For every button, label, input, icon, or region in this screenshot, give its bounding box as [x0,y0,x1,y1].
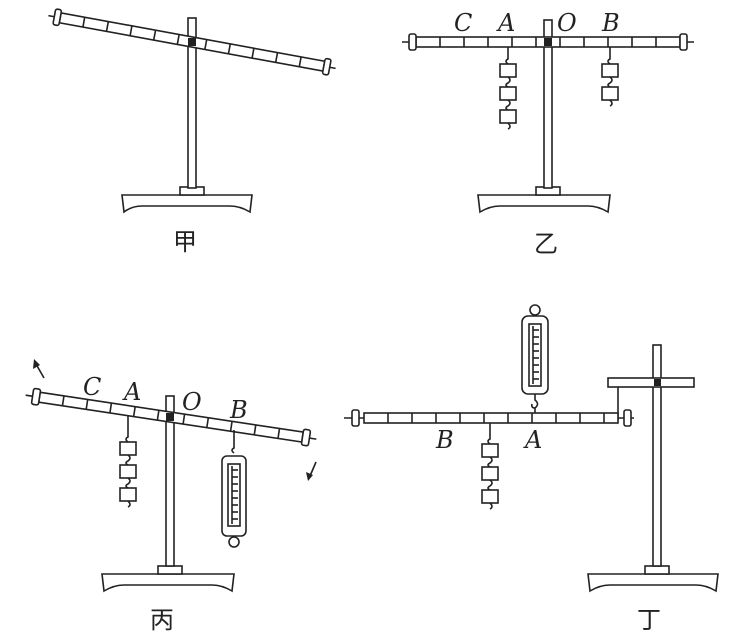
panel-ding: B A 丁 [344,304,719,634]
balance-nut-left [351,409,360,427]
balance-nut-left [408,33,417,51]
arrow-down-right [306,461,317,481]
label-a: A [122,378,141,406]
label-o: O [557,9,577,37]
label-b: B [601,9,620,37]
stand-base [101,573,235,593]
clamp-knob [654,379,661,386]
panel-jia: 甲 [48,8,336,256]
stand-base [477,194,611,214]
spring-scale [221,430,247,548]
label-a: A [523,426,542,454]
spring-scale [521,304,549,413]
stand-pole [165,395,175,567]
label-a: A [496,9,515,37]
balance-nut-right [300,428,312,447]
lever-beam [344,409,634,427]
stand-pole [652,344,662,567]
stand-pole [187,17,197,189]
caption-jia: 甲 [173,228,197,256]
label-c: C [454,9,472,37]
pivot [166,413,174,421]
caption-yi: 乙 [534,230,558,258]
stand-foot [157,565,183,575]
caption-ding: 丁 [637,606,661,634]
label-b: B [229,396,248,424]
balance-nut-left [52,8,63,27]
stand-foot [644,565,670,575]
label-c: C [83,373,101,401]
panel-bing: C A O B 丙 [25,359,317,634]
stand-pole [543,19,553,189]
balance-nut-left [30,387,42,406]
hook-weights-a [499,47,517,130]
balance-nut-right [623,409,632,427]
hook-weights-a [119,415,137,508]
label-o: O [182,388,202,416]
hook-weights-b [481,423,499,510]
hook-weights-b [601,47,619,107]
caption-bing: 丙 [150,606,174,634]
stand-base [587,573,719,593]
balance-nut-right [679,33,688,51]
panel-yi: C A O B 乙 [402,9,694,258]
stand-base [121,194,253,214]
clamp-arm [607,377,695,388]
arrow-up-left [33,359,45,379]
pivot [188,38,196,46]
label-b: B [435,426,454,454]
balance-nut-right [321,57,332,76]
pivot [544,38,552,46]
